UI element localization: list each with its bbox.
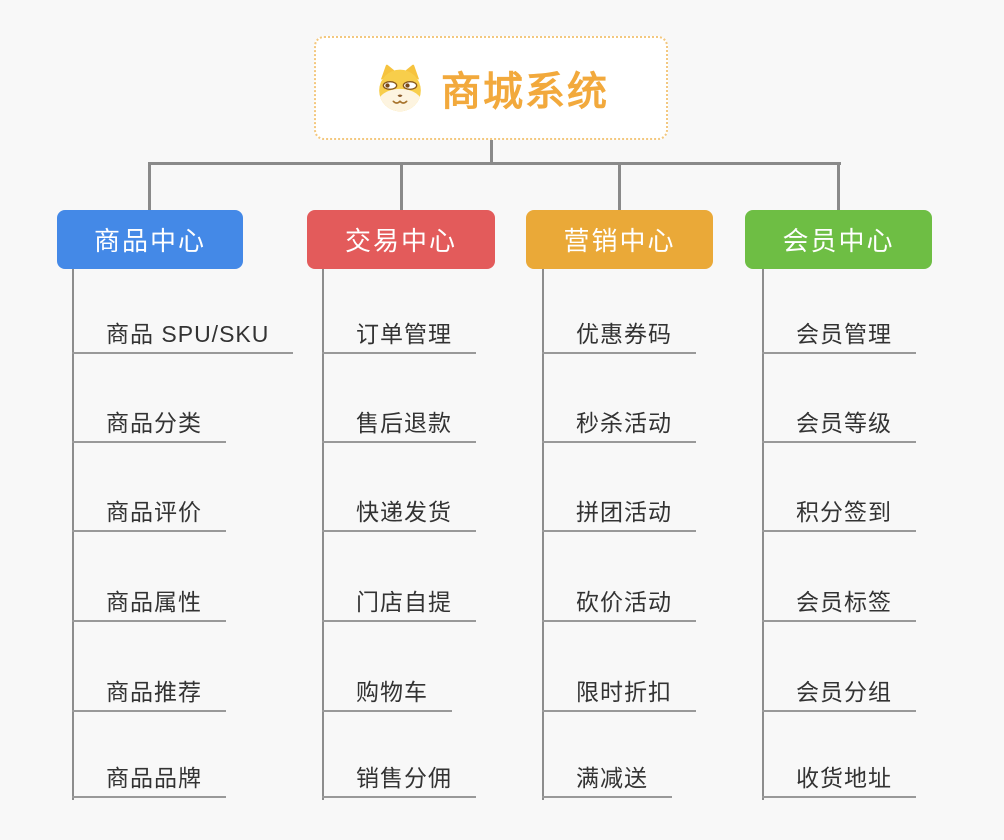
- connector-root-stem: [490, 140, 493, 164]
- trunk-product-center: [72, 269, 74, 800]
- leaf-node[interactable]: 售后退款: [322, 407, 476, 443]
- leaf-node[interactable]: 满减送: [542, 762, 672, 798]
- branch-node-trade-center[interactable]: 交易中心: [307, 210, 495, 269]
- branch-items-product-center: 商品 SPU/SKU 商品分类 商品评价 商品属性 商品推荐 商品品牌: [72, 270, 312, 810]
- leaf-node[interactable]: 商品品牌: [72, 762, 226, 798]
- trunk-trade-center: [322, 269, 324, 800]
- leaf-node[interactable]: 商品推荐: [72, 676, 226, 712]
- connector-drop-marketing: [618, 162, 621, 210]
- branch-node-marketing-center[interactable]: 营销中心: [526, 210, 713, 269]
- doge-icon: [379, 64, 421, 112]
- connector-drop-member: [837, 162, 840, 210]
- leaf-node[interactable]: 收货地址: [762, 762, 916, 798]
- leaf-node[interactable]: 优惠券码: [542, 318, 696, 354]
- leaf-node[interactable]: 快递发货: [322, 496, 476, 532]
- leaf-node[interactable]: 会员等级: [762, 407, 916, 443]
- connector-drop-trade: [400, 162, 403, 210]
- leaf-node[interactable]: 拼团活动: [542, 496, 696, 532]
- leaf-node[interactable]: 会员管理: [762, 318, 916, 354]
- root-node-mall-system[interactable]: 商城系统: [314, 36, 668, 140]
- leaf-node[interactable]: 商品评价: [72, 496, 226, 532]
- leaf-node[interactable]: 积分签到: [762, 496, 916, 532]
- leaf-node[interactable]: 商品属性: [72, 586, 226, 622]
- branch-items-marketing-center: 优惠券码 秒杀活动 拼团活动 砍价活动 限时折扣 满减送: [542, 270, 782, 810]
- leaf-node[interactable]: 会员标签: [762, 586, 916, 622]
- leaf-node[interactable]: 商品分类: [72, 407, 226, 443]
- connector-drop-product: [148, 162, 151, 210]
- trunk-marketing-center: [542, 269, 544, 800]
- leaf-node[interactable]: 商品 SPU/SKU: [72, 318, 294, 354]
- leaf-node[interactable]: 购物车: [322, 676, 452, 712]
- root-title: 商城系统: [441, 70, 609, 114]
- leaf-node[interactable]: 销售分佣: [322, 762, 476, 798]
- leaf-node[interactable]: 限时折扣: [542, 676, 696, 712]
- branch-items-trade-center: 订单管理 售后退款 快递发货 门店自提 购物车 销售分佣: [322, 270, 562, 810]
- leaf-node[interactable]: 订单管理: [322, 318, 476, 354]
- trunk-member-center: [762, 269, 764, 800]
- leaf-node[interactable]: 门店自提: [322, 586, 476, 622]
- branch-node-product-center[interactable]: 商品中心: [57, 210, 243, 269]
- branch-node-member-center[interactable]: 会员中心: [745, 210, 932, 269]
- branch-items-member-center: 会员管理 会员等级 积分签到 会员标签 会员分组 收货地址: [762, 270, 1002, 810]
- leaf-node[interactable]: 秒杀活动: [542, 407, 696, 443]
- leaf-node[interactable]: 会员分组: [762, 676, 916, 712]
- connector-horizontal-bar: [148, 162, 841, 165]
- leaf-node[interactable]: 砍价活动: [542, 586, 696, 622]
